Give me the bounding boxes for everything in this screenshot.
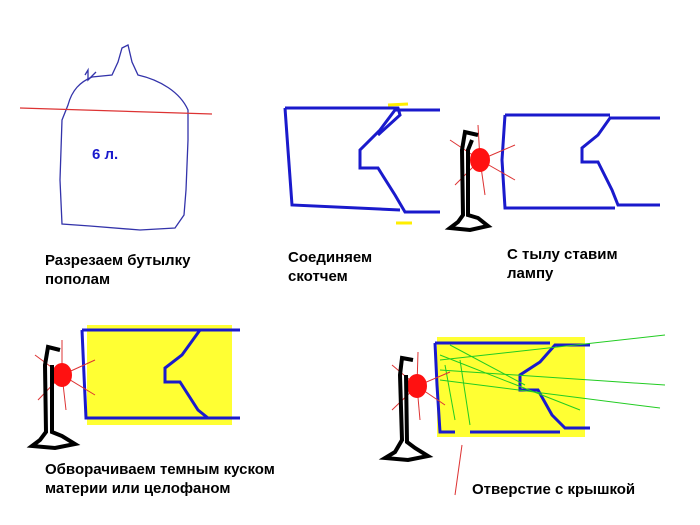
step-1-line-2: пополам <box>45 271 111 288</box>
lamp-icon <box>470 148 490 172</box>
step-5-caption: Отверстие с крышкой <box>472 480 635 499</box>
lamp-stand-icon <box>378 355 434 463</box>
step-5-line-1: Отверстие с крышкой <box>472 481 636 498</box>
step-1-line-1: Разрезаем бутылку <box>45 252 191 269</box>
step-3-caption: С тылу ставим лампу <box>507 245 618 283</box>
step-2-caption: Соединяем скотчем <box>288 248 372 286</box>
step-1-caption: Разрезаем бутылку пополам <box>45 251 190 289</box>
lamp-stand-icon <box>444 129 493 233</box>
step-4-line-1: Обворачиваем темным куском <box>45 461 275 478</box>
bottle-with-lamp <box>444 113 660 233</box>
light-rays <box>439 334 666 426</box>
bottle-volume-label: 6 л. <box>92 146 119 163</box>
lamp-stand-icon <box>26 344 81 451</box>
step-4-caption: Обворачиваем темным куском материи или ц… <box>45 460 275 498</box>
wrapped-bottle <box>26 325 240 451</box>
step-2-line-2: скотчем <box>288 268 348 285</box>
lamp-icon <box>407 374 427 398</box>
lamp-icon <box>52 363 72 387</box>
step-3-line-1: С тылу ставим <box>507 246 618 263</box>
step-2-line-1: Соединяем <box>288 249 373 266</box>
joined-bottle <box>283 102 440 225</box>
step-3-line-2: лампу <box>507 265 554 282</box>
step-4-line-2: материи или целофаном <box>45 480 231 497</box>
bottle-outline <box>19 44 213 231</box>
bottle-with-hole <box>378 334 666 496</box>
